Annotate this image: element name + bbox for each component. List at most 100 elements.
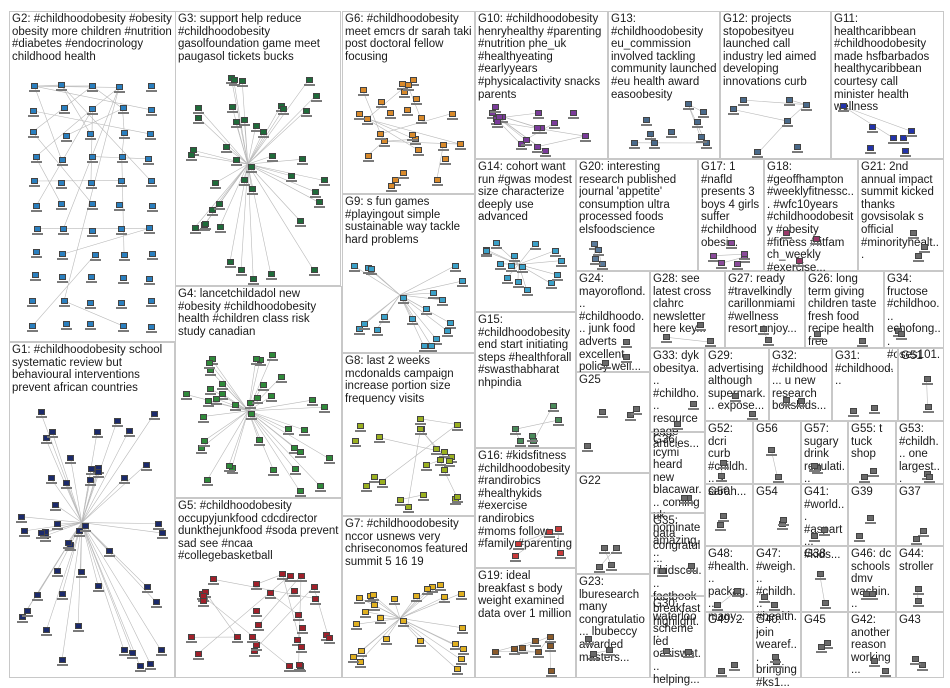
graph-node[interactable] <box>403 106 411 113</box>
group-g46[interactable]: G46: dc schools dmv washin... <box>848 546 896 612</box>
graph-node[interactable] <box>248 185 256 192</box>
graph-node[interactable] <box>441 156 449 163</box>
graph-node[interactable] <box>144 584 152 591</box>
graph-node[interactable] <box>298 572 306 579</box>
graph-node[interactable] <box>531 240 539 247</box>
graph-node[interactable] <box>23 607 31 614</box>
group-g24[interactable]: G24: mayoroflond... #childhoodo... junk … <box>576 271 650 373</box>
graph-node[interactable] <box>33 203 41 210</box>
graph-node[interactable] <box>729 106 737 113</box>
graph-node[interactable] <box>774 474 782 480</box>
graph-node[interactable] <box>136 663 144 670</box>
graph-node[interactable] <box>188 634 196 641</box>
graph-node[interactable] <box>370 592 378 599</box>
graph-node[interactable] <box>924 403 932 410</box>
graph-node[interactable] <box>352 621 360 628</box>
graph-node[interactable] <box>663 647 671 654</box>
graph-node[interactable] <box>225 462 233 469</box>
graph-node[interactable] <box>650 139 658 146</box>
graph-node[interactable] <box>458 624 466 631</box>
graph-node[interactable] <box>121 129 129 136</box>
group-g22[interactable]: G22 <box>576 473 650 574</box>
graph-node[interactable] <box>643 117 651 124</box>
graph-node[interactable] <box>859 337 867 344</box>
graph-node[interactable] <box>441 449 449 456</box>
graph-node[interactable] <box>253 394 261 401</box>
graph-node[interactable] <box>159 530 167 537</box>
graph-node[interactable] <box>699 108 707 115</box>
graph-node[interactable] <box>291 444 299 451</box>
graph-node[interactable] <box>731 662 739 669</box>
graph-node[interactable] <box>53 521 61 528</box>
graph-node[interactable] <box>305 76 313 83</box>
graph-node[interactable] <box>370 474 378 481</box>
graph-node[interactable] <box>494 118 502 125</box>
graph-node[interactable] <box>608 562 616 569</box>
graph-node[interactable] <box>601 545 609 552</box>
graph-node[interactable] <box>37 409 45 416</box>
graph-node[interactable] <box>209 207 217 214</box>
group-g49[interactable]: G49: 2 <box>705 612 753 678</box>
graph-node[interactable] <box>146 225 154 232</box>
graph-node[interactable] <box>267 270 275 277</box>
graph-node[interactable] <box>510 646 518 653</box>
graph-node[interactable] <box>298 643 306 650</box>
graph-node[interactable] <box>125 427 133 434</box>
graph-node[interactable] <box>861 474 869 480</box>
graph-node[interactable] <box>295 662 303 669</box>
graph-node[interactable] <box>925 474 933 480</box>
graph-node[interactable] <box>871 405 879 412</box>
graph-node[interactable] <box>890 134 898 141</box>
graph-node[interactable] <box>260 128 268 135</box>
group-g43[interactable]: G43 <box>896 612 944 678</box>
graph-node[interactable] <box>514 540 522 547</box>
graph-node[interactable] <box>415 147 423 153</box>
graph-node[interactable] <box>739 97 747 104</box>
graph-node[interactable] <box>380 314 388 321</box>
graph-node[interactable] <box>489 110 497 117</box>
graph-node[interactable] <box>311 188 319 195</box>
graph-node[interactable] <box>863 590 871 597</box>
graph-node[interactable] <box>29 323 37 330</box>
graph-node[interactable] <box>378 478 386 485</box>
group-g55[interactable]: G55: t tuck shop <box>848 421 896 484</box>
group-g12[interactable]: G12: projects stopobesityeu launched cal… <box>720 11 831 159</box>
graph-node[interactable] <box>710 252 718 259</box>
graph-node[interactable] <box>28 297 36 304</box>
group-g31[interactable]: G31: #childhood... <box>832 348 898 421</box>
graph-node[interactable] <box>148 82 156 89</box>
graph-node[interactable] <box>626 412 634 419</box>
graph-node[interactable] <box>32 153 40 160</box>
graph-node[interactable] <box>754 149 762 155</box>
group-g3[interactable]: G3: support help reduce #childhoodobesit… <box>175 11 341 286</box>
graph-node[interactable] <box>514 279 522 286</box>
graph-node[interactable] <box>599 409 607 416</box>
graph-node[interactable] <box>511 552 519 559</box>
graph-node[interactable] <box>602 359 610 366</box>
graph-node[interactable] <box>547 668 555 674</box>
graph-node[interactable] <box>297 488 305 494</box>
graph-node[interactable] <box>914 586 922 593</box>
group-g51[interactable]: G51 <box>898 348 944 421</box>
group-g56[interactable]: G56 <box>753 421 801 484</box>
graph-node[interactable] <box>868 123 876 130</box>
graph-node[interactable] <box>87 476 95 483</box>
graph-node[interactable] <box>782 397 790 404</box>
graph-node[interactable] <box>146 276 154 283</box>
graph-node[interactable] <box>232 118 240 125</box>
graph-node[interactable] <box>659 568 667 575</box>
graph-node[interactable] <box>373 326 381 333</box>
graph-node[interactable] <box>784 118 792 125</box>
graph-node[interactable] <box>148 203 156 210</box>
graph-node[interactable] <box>741 251 749 258</box>
graph-node[interactable] <box>647 130 655 137</box>
graph-node[interactable] <box>584 442 592 449</box>
graph-node[interactable] <box>443 327 451 334</box>
graph-node[interactable] <box>241 117 249 124</box>
graph-node[interactable] <box>119 322 127 329</box>
group-g57[interactable]: G57: sugary drink regulati... <box>801 421 848 485</box>
group-g21[interactable]: G21: 2nd annual impact summit kicked tha… <box>858 159 944 271</box>
graph-node[interactable] <box>732 392 740 399</box>
graph-node[interactable] <box>783 229 791 236</box>
graph-node[interactable] <box>316 482 324 489</box>
